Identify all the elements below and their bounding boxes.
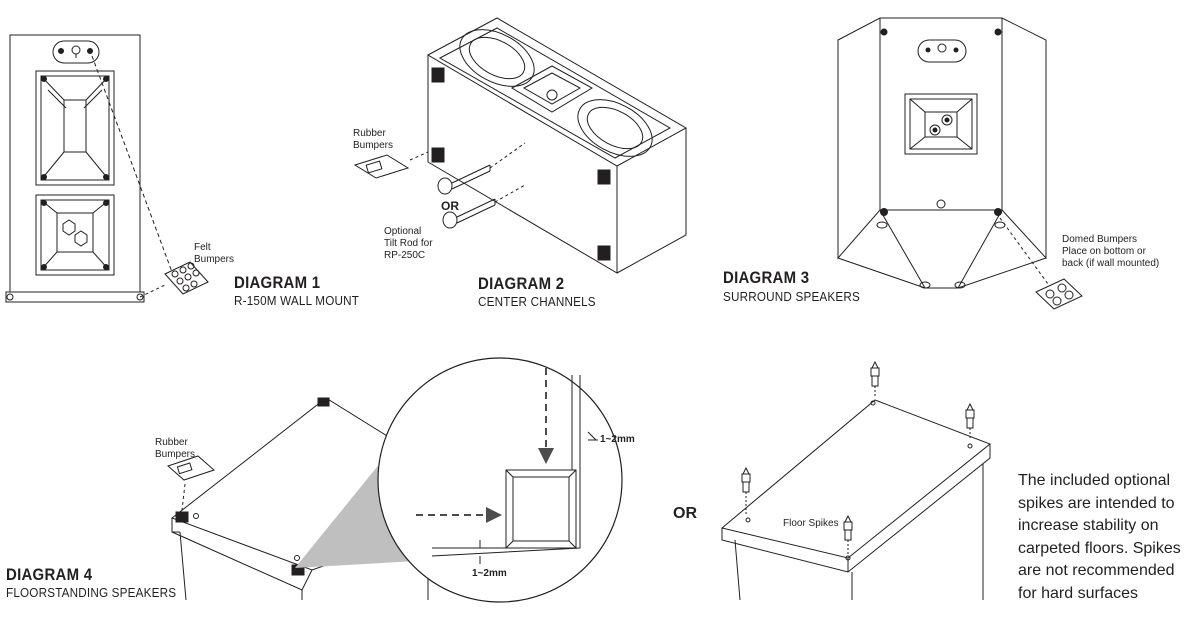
floor-spikes-label: Floor Spikes bbox=[783, 518, 839, 529]
rubber-bumpers-label-d2: Rubber Bumpers bbox=[353, 128, 394, 151]
or-label-d2: OR bbox=[441, 199, 459, 213]
spikes-speaker bbox=[720, 399, 991, 601]
diagram-1-subtitle: R-150M WALL MOUNT bbox=[234, 293, 360, 308]
felt-bumpers-label: Felt Bumpers bbox=[194, 242, 235, 265]
gap-label-bottom: 1~2mm bbox=[472, 568, 507, 579]
diagram3-speaker bbox=[837, 17, 1083, 310]
detail-zoom bbox=[377, 357, 623, 603]
diagram-1-title: DIAGRAM 1 bbox=[234, 273, 321, 292]
spikes-note: The included optional spikes are intende… bbox=[1018, 472, 1181, 602]
tilt-rod-label: Optional Tilt Rod for RP-250C bbox=[384, 226, 433, 261]
diagram-4-title: DIAGRAM 4 bbox=[6, 565, 93, 584]
diagram2-speaker bbox=[353, 17, 688, 274]
diagram-4-subtitle: FLOORSTANDING SPEAKERS bbox=[6, 585, 177, 600]
diagram-3-title: DIAGRAM 3 bbox=[723, 268, 810, 287]
spike-icon bbox=[741, 466, 751, 514]
spike-icon bbox=[870, 360, 880, 398]
diagram-2-title: DIAGRAM 2 bbox=[478, 274, 565, 293]
spike-icon bbox=[843, 514, 853, 554]
diagram-3-subtitle: SURROUND SPEAKERS bbox=[723, 289, 860, 304]
diagram-2-subtitle: CENTER CHANNELS bbox=[478, 294, 596, 309]
diagram1-speaker bbox=[5, 34, 209, 303]
gap-label-right: 1~2mm bbox=[600, 434, 635, 445]
domed-bumpers-label: Domed Bumpers Place on bottom or back (i… bbox=[1062, 234, 1160, 269]
rubber-bumpers-label-d4: Rubber Bumpers bbox=[155, 437, 196, 460]
floor-spike-icons bbox=[741, 360, 975, 554]
or-label-d4: OR bbox=[673, 505, 697, 522]
spike-icon bbox=[965, 402, 975, 440]
